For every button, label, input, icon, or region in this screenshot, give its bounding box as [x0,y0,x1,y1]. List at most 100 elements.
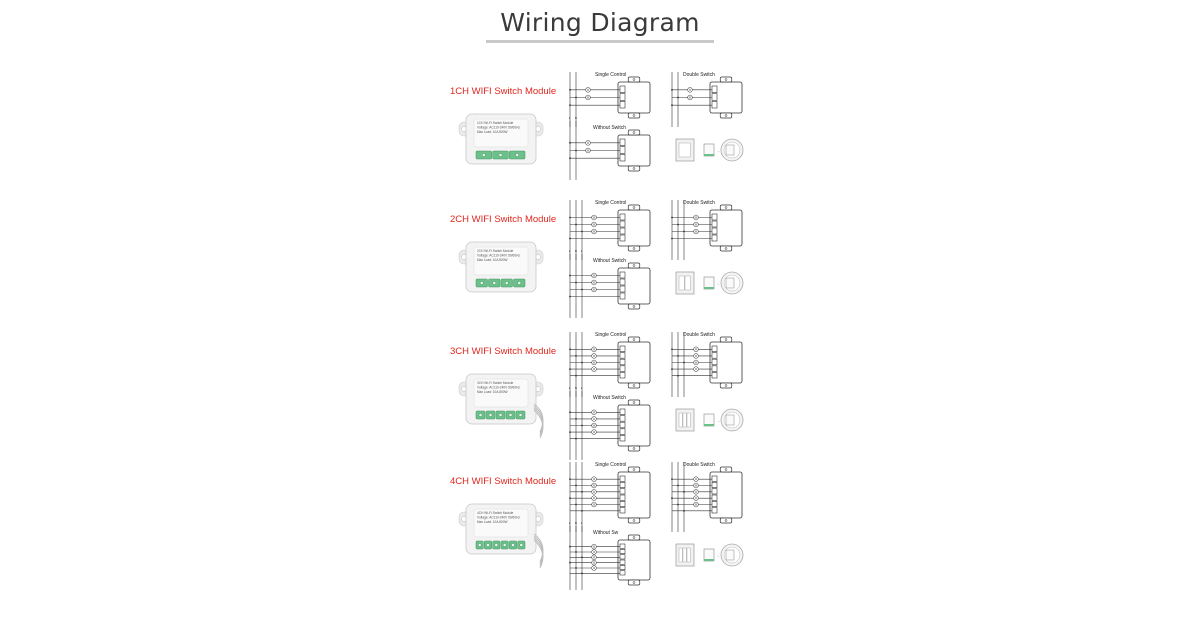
bulb-icon [591,286,597,293]
terminal-block [475,278,526,288]
wall-switch-scene: → [675,408,744,432]
wall-switch-scene: → [675,271,744,295]
svg-text:→: → [717,554,720,558]
module-outline [617,534,651,586]
bulb-icon [591,346,597,352]
svg-text:→: → [717,149,720,153]
module-outline [617,204,651,252]
diagram-caption: Without Sw [593,530,619,536]
diagram-caption: Single Control [595,72,626,78]
bulb-icon [693,346,699,352]
wires: LNL [569,200,620,260]
bulb-icon [591,544,597,550]
wall-switch-icon [675,271,695,295]
wall-switch-icon [675,408,695,432]
svg-text:N: N [575,386,577,390]
diagram-caption: Single Control [595,200,626,206]
product-label-text: Max Load: 10A 800W [477,130,507,134]
diagram-caption: Double Switch [683,462,715,468]
section-4ch: 4CH WIFI Switch Module 4CH Wi-Fi Switch M… [440,462,780,590]
svg-text:L: L [581,521,583,525]
bulb-icon [591,489,597,495]
cable-bundle [533,533,544,569]
section-label: 4CH WIFI Switch Module [450,476,557,487]
bulb-icon [693,359,699,366]
bulb-icon [693,489,699,495]
bulb-icon [693,482,699,489]
section-3ch: 3CH WIFI Switch Module 3CH Wi-Fi Switch M… [440,332,780,460]
bulb-icon [591,366,597,372]
bulb-icon [591,228,597,235]
wall-switch-icon [675,138,695,162]
diagram-caption: Without Switch [593,258,626,264]
diagram-caption: Single Control [595,332,626,338]
bulb-icon [591,549,597,555]
bulb-icon [591,221,597,228]
wires: LNL [671,332,712,397]
svg-text:→: → [717,419,720,423]
svg-text:L: L [581,386,583,390]
module-outline [709,336,743,389]
wall-switch-scene: → [675,543,744,567]
bulb-icon [591,495,597,501]
bulb-icon [687,87,693,93]
svg-text:N: N [575,249,577,253]
wall-box-icon [720,138,744,162]
wires: LNL [671,462,712,532]
bulb-icon [693,501,699,508]
bulb-icon [693,366,699,372]
svg-text:L: L [581,249,583,253]
module-outline [709,204,743,252]
diagram-caption: Double Switch [683,332,715,338]
module-outline [617,399,651,452]
terminal-block [475,410,526,420]
bulb-icon [585,87,591,93]
module-outline [617,262,651,310]
module-icon [703,143,715,157]
svg-text:→: → [717,282,720,286]
wires: LNL [569,332,620,397]
wires: LNL [569,462,620,532]
product-label-text: 4CH Wi-Fi Switch Module [477,511,514,515]
svg-text:L: L [569,249,571,253]
section-label: 3CH WIFI Switch Module [450,346,557,357]
bulb-icon [591,429,597,435]
wall-box-icon [720,543,744,567]
section-label: 1CH WIFI Switch Module [450,86,557,97]
diagram-caption: Single Control [595,462,626,468]
bulb-icon [591,554,597,560]
wall-switch-icon [675,543,695,567]
diagram-caption: Double Switch [683,200,715,206]
terminal-block [475,150,526,160]
bulb-icon [693,495,699,501]
cable-bundle [533,403,544,439]
module-outline [617,466,651,524]
bulb-icon [591,353,597,359]
bulb-icon [693,214,699,221]
svg-text:N: N [575,521,577,525]
bulb-icon [585,94,591,101]
bulb-icon [591,476,597,482]
bulb-icon [591,565,597,571]
wall-box-icon [720,271,744,295]
module-outline [709,466,743,524]
product-label-text: Max Load: 10A 800W [477,520,507,524]
bulb-icon [591,501,597,508]
wires: LN [569,72,620,127]
diagram-caption: Without Switch [593,395,626,401]
terminal-block [475,540,526,550]
product-label-text: Voltage: AC110-240V 50/60Hz [477,126,520,130]
bulb-icon [591,482,597,489]
product-label-text: 2CH Wi-Fi Switch Module [477,249,514,253]
bulb-icon [591,214,597,221]
